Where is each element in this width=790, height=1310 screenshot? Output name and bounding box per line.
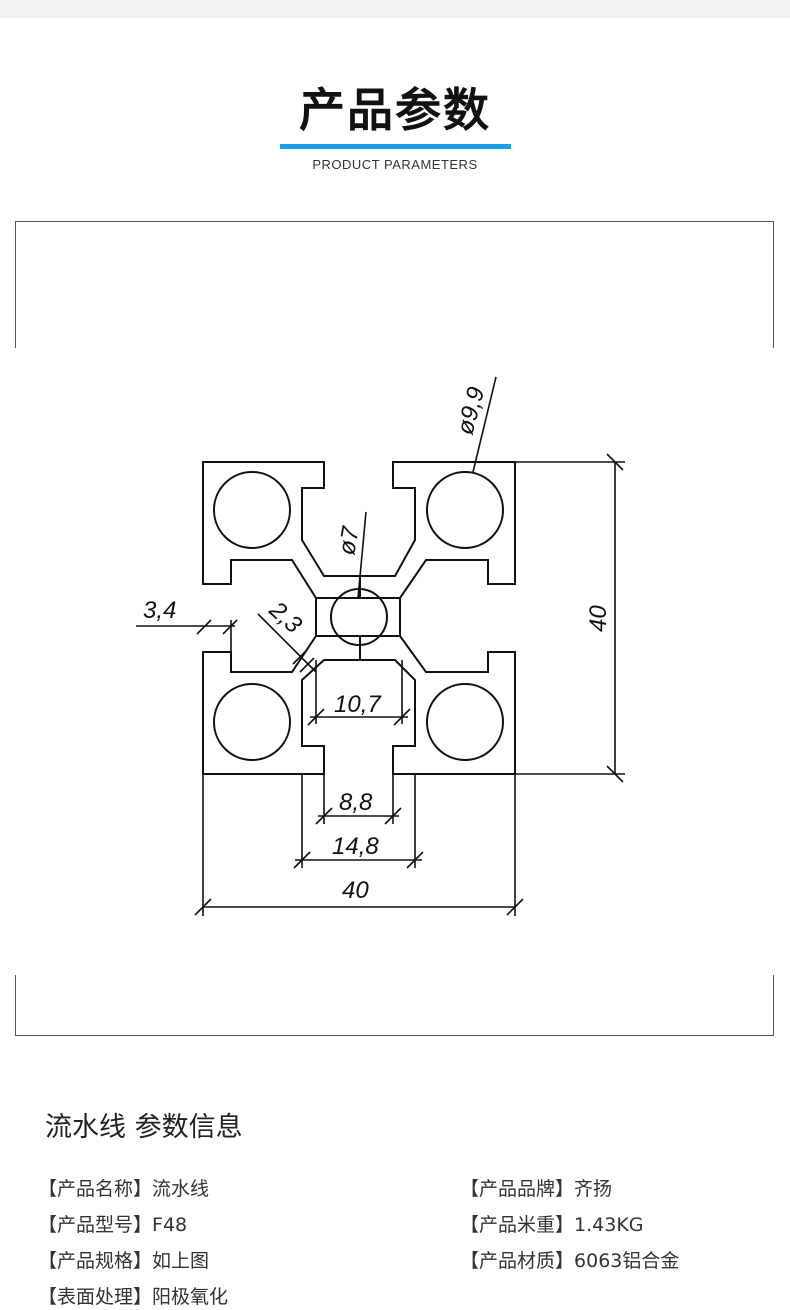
info-section-title: 流水线 参数信息 (45, 1112, 243, 1143)
info-label: 【产品型号】 (38, 1214, 153, 1236)
label-hole-center: ø7 (333, 523, 365, 557)
dim-slot-width-tick-right (406, 851, 424, 869)
profile-drawing: ø9,9 ø7 40 40 3,4 2,3 10,7 8,8 14,8 (136, 376, 625, 916)
info-value: 阳极氧化 (152, 1286, 229, 1308)
dim-slot-inner-tick-right (393, 708, 411, 726)
dim-slot-width-tick-left (293, 851, 311, 869)
label-slot-opening: 8,8 (339, 789, 373, 816)
info-label: 【产品品牌】 (460, 1178, 575, 1200)
top-strip (0, 0, 790, 18)
label-hole-outer: ø9,9 (452, 384, 491, 437)
frame-right-lower (773, 975, 774, 1036)
dim-chamfer-tick-a (292, 649, 308, 665)
info-row-model: 【产品型号】F48 (38, 1212, 187, 1238)
info-label: 【产品名称】 (38, 1178, 153, 1200)
profile-outline-top-right (359, 461, 516, 599)
info-row-surface: 【表面处理】阳极氧化 (38, 1284, 228, 1310)
label-height: 40 (585, 605, 612, 632)
page-subtitle: PRODUCT PARAMETERS (312, 157, 478, 172)
bore-top-left (213, 471, 291, 549)
dim-height-tick-bottom (606, 765, 624, 783)
page-title: 产品参数 (299, 83, 491, 137)
bore-bottom-left (213, 683, 291, 761)
dim-chamfer-tick-b (299, 657, 315, 673)
profile-core (315, 598, 401, 636)
leader-hole-outer (472, 376, 497, 473)
frame-top (15, 221, 774, 222)
dim-wall-tick-left (196, 619, 212, 635)
info-value: 1.43KG (574, 1214, 644, 1236)
info-row-name: 【产品名称】流水线 (38, 1176, 209, 1202)
label-width: 40 (342, 877, 369, 904)
info-value: 齐扬 (574, 1178, 613, 1200)
frame-right-upper (773, 221, 774, 348)
info-value: 如上图 (152, 1250, 210, 1272)
info-row-weight: 【产品米重】1.43KG (460, 1212, 644, 1238)
info-row-material: 【产品材质】6063铝合金 (460, 1248, 679, 1274)
dim-width-tick-right (506, 898, 524, 916)
bore-bottom-right (426, 683, 504, 761)
dim-width-tick-left (194, 898, 212, 916)
label-slot-width: 14,8 (332, 833, 379, 860)
dim-height-tick-top (606, 453, 624, 471)
info-row-spec: 【产品规格】如上图 (38, 1248, 209, 1274)
info-label: 【产品规格】 (38, 1250, 153, 1272)
dim-chamfer-line (257, 613, 317, 673)
info-value: 6063铝合金 (574, 1250, 680, 1272)
frame-left-upper (15, 221, 16, 348)
label-slot-inner: 10,7 (334, 691, 382, 718)
dim-slot-opening-tick-right (384, 807, 402, 825)
title-underline (280, 144, 511, 149)
profile-outline-bottom-right (359, 635, 516, 775)
info-value: 流水线 (152, 1178, 210, 1200)
info-value: F48 (152, 1214, 188, 1236)
dim-slot-opening-tick-left (315, 807, 333, 825)
leader-hole-center (357, 511, 367, 599)
info-label: 【产品米重】 (460, 1214, 575, 1236)
info-label: 【表面处理】 (38, 1286, 153, 1308)
label-wall: 3,4 (143, 597, 176, 624)
info-label: 【产品材质】 (460, 1250, 575, 1272)
bore-top-right (426, 471, 504, 549)
frame-left-lower (15, 975, 16, 1036)
frame-bottom (15, 1035, 774, 1036)
info-row-brand: 【产品品牌】齐扬 (460, 1176, 612, 1202)
label-chamfer: 2,3 (263, 596, 307, 639)
dim-slot-inner-tick-left (307, 708, 325, 726)
dim-wall-tick-right (222, 619, 238, 635)
